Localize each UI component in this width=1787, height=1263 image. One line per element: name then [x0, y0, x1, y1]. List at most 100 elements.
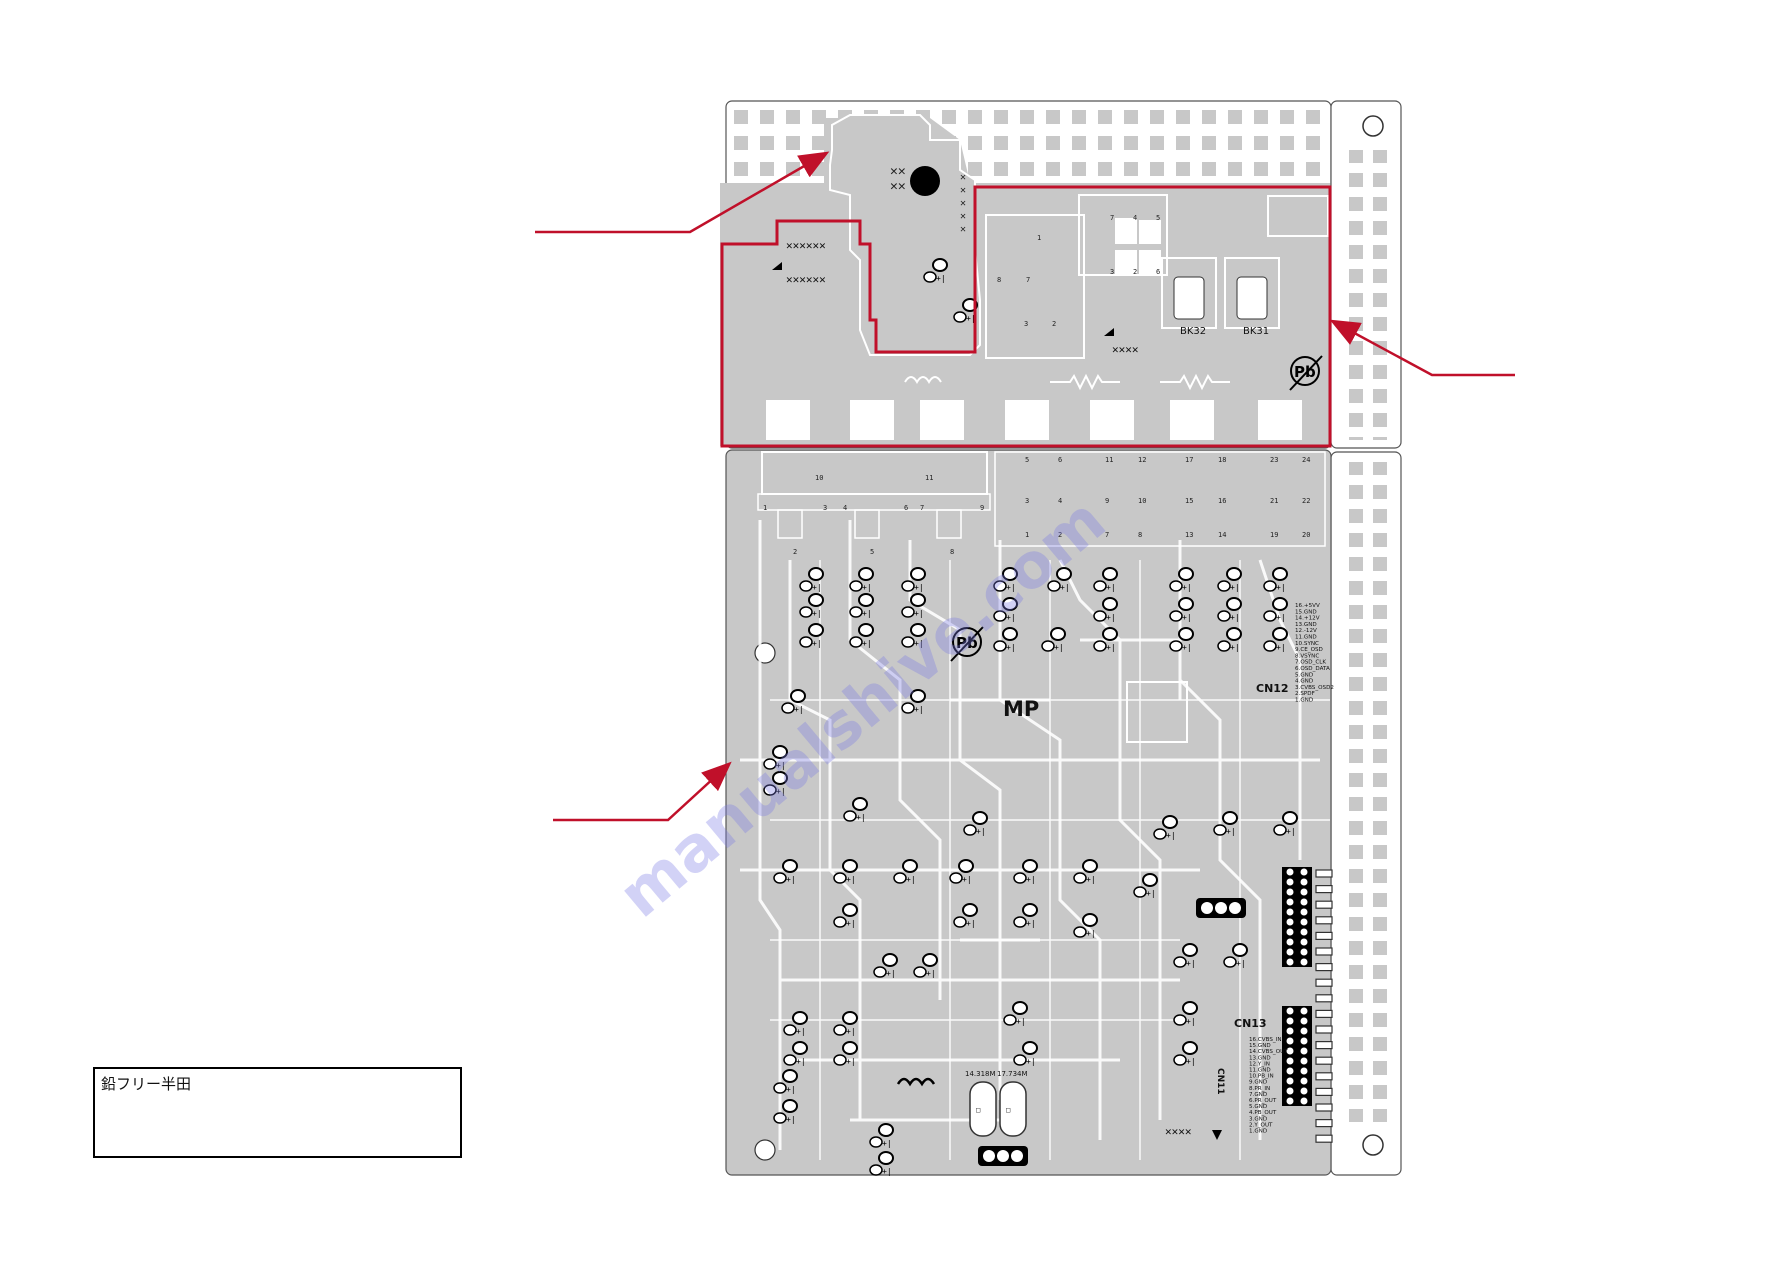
svg-text:+|: +|: [776, 787, 786, 796]
highlight-region: [720, 185, 1332, 448]
capacitor-38: +|: [893, 859, 918, 884]
grid-pin-18: 18: [1218, 456, 1226, 464]
bk31-label: BK31: [1243, 326, 1269, 337]
callout-arrow-bottom-left: [553, 761, 732, 822]
cn13list-pin-16: 1.GND: [1249, 1129, 1267, 1135]
crystal-1: □: [969, 1081, 997, 1137]
capacitor-23: +|: [1217, 627, 1242, 652]
svg-text:7: 7: [1026, 276, 1030, 284]
capacitor-31: +|: [843, 797, 868, 822]
capacitor-17: +|: [1093, 627, 1118, 652]
side-strip-bottom: [1330, 451, 1402, 1176]
cn13list-pin-4: 13.GND: [1249, 1055, 1271, 1061]
capacitor-12: +|: [993, 627, 1018, 652]
svg-text:+|: +|: [1006, 643, 1016, 652]
conn-top-10: 10: [815, 474, 823, 482]
grid-pin-6: 6: [1058, 456, 1062, 464]
svg-text:+|: +|: [1276, 643, 1286, 652]
cn11-label: CN11: [1215, 1068, 1225, 1095]
svg-text:+|: +|: [1276, 613, 1286, 622]
pin-header-top: ✕✕✕✕✕✕ ✕✕✕✕✕✕ ✕✕✕✕: [772, 239, 1139, 356]
svg-text:+|: +|: [914, 639, 924, 648]
capacitor-44: +|: [953, 903, 978, 928]
capacitor-22: +|: [1217, 597, 1242, 622]
grid-pin-8: 8: [1138, 531, 1142, 539]
capacitor-55: +|: [783, 1041, 808, 1066]
svg-text:+|: +|: [906, 875, 916, 884]
capacitor-18: +|: [1169, 567, 1194, 592]
grid-pin-24: 24: [1302, 456, 1310, 464]
capacitor-49: +|: [1173, 943, 1198, 968]
capacitor-42: +|: [1133, 873, 1158, 898]
conn-row-6: 6: [904, 504, 908, 512]
capacitor-59: +|: [773, 1069, 798, 1094]
capacitor-45: +|: [1013, 903, 1038, 928]
grid-pin-19: 19: [1270, 531, 1278, 539]
grid-pin-20: 20: [1302, 531, 1310, 539]
note-text: 鉛フリー半田: [101, 1075, 192, 1093]
capacitor-6: +|: [849, 623, 874, 648]
grid-pin-2: 2: [1058, 531, 1062, 539]
lead-free-mark-main: Pb: [950, 626, 984, 662]
cn12list-pin-8: 9.CE_OSD: [1295, 647, 1323, 653]
svg-text:+|: +|: [1026, 919, 1036, 928]
cn13list-pin-6: 11.GND: [1249, 1068, 1271, 1074]
crystal-2: □: [999, 1081, 1027, 1137]
svg-text:+|: +|: [914, 583, 924, 592]
cn13list-pin-7: 10.PB_IN: [1249, 1074, 1274, 1080]
cn12-pin-list: 16.+5VV15.GND14.+12V13.GND12.-12V11.GND1…: [1295, 603, 1334, 704]
svg-text:+|: +|: [1006, 583, 1016, 592]
capacitor-24: +|: [1263, 567, 1288, 592]
capacitor-63: +|: [923, 258, 948, 283]
cn12list-pin-14: 3.CVBS_OSD2: [1295, 685, 1334, 691]
cn12list-pin-9: 8.VSYNC: [1295, 653, 1319, 659]
capacitor-54: +|: [1173, 1001, 1198, 1026]
svg-text:+|: +|: [1166, 831, 1176, 840]
svg-text:□: □: [1006, 1106, 1010, 1114]
svg-text:+|: +|: [1182, 613, 1192, 622]
conn-top-11: 11: [925, 474, 933, 482]
svg-text:+|: +|: [1086, 929, 1096, 938]
cn13list-pin-3: 14.CVBS_OUT: [1249, 1049, 1288, 1055]
cn12list-pin-7: 10.SYNC: [1295, 641, 1319, 647]
svg-text:+|: +|: [1106, 613, 1116, 622]
bk32-label: BK32: [1180, 326, 1206, 337]
svg-text:+|: +|: [962, 875, 972, 884]
callout-arrow-top-left: [535, 151, 830, 234]
xtal1-label: 14.318M: [965, 1070, 996, 1078]
capacitor-14: +|: [1041, 627, 1066, 652]
top-region-details: ✕✕ ✕✕ ✕ ✕ ✕ ✕ ✕ ✕✕✕✕✕✕ ✕✕✕✕✕✕ ✕✕✕✕: [766, 114, 1329, 440]
grid-pin-5: 5: [1025, 456, 1029, 464]
capacitor-37: +|: [833, 859, 858, 884]
svg-text:2: 2: [1133, 268, 1137, 276]
svg-text:5: 5: [1156, 214, 1160, 222]
capacitor-1: +|: [799, 567, 824, 592]
svg-text:+|: +|: [856, 813, 866, 822]
svg-text:+|: +|: [966, 314, 976, 323]
triple-pad-1: [1196, 898, 1246, 918]
conn-row-4: 4: [843, 504, 847, 512]
svg-text:3: 3: [1110, 268, 1114, 276]
capacitor-27: +|: [781, 689, 806, 714]
svg-text:+|: +|: [812, 609, 822, 618]
svg-text:+|: +|: [936, 274, 946, 283]
svg-text:+|: +|: [926, 969, 936, 978]
svg-text:+|: +|: [1236, 959, 1246, 968]
cn12-label: CN12: [1256, 682, 1289, 695]
svg-text:+|: +|: [786, 1115, 796, 1124]
svg-text:2: 2: [1052, 320, 1056, 328]
capacitor-15: +|: [1093, 567, 1118, 592]
svg-text:+|: +|: [862, 583, 872, 592]
cn12list-pin-2: 15.GND: [1295, 609, 1317, 615]
svg-text:+|: +|: [846, 919, 856, 928]
svg-text:+|: +|: [1060, 583, 1070, 592]
capacitor-58: +|: [1173, 1041, 1198, 1066]
capacitor-57: +|: [1013, 1041, 1038, 1066]
cn12list-pin-16: 1.GND: [1295, 698, 1313, 704]
capacitor-30: +|: [763, 771, 788, 796]
cn13list-pin-12: 5.GND: [1249, 1104, 1267, 1110]
grid-pin-14: 14: [1218, 531, 1226, 539]
capacitor-52: +|: [833, 1011, 858, 1036]
